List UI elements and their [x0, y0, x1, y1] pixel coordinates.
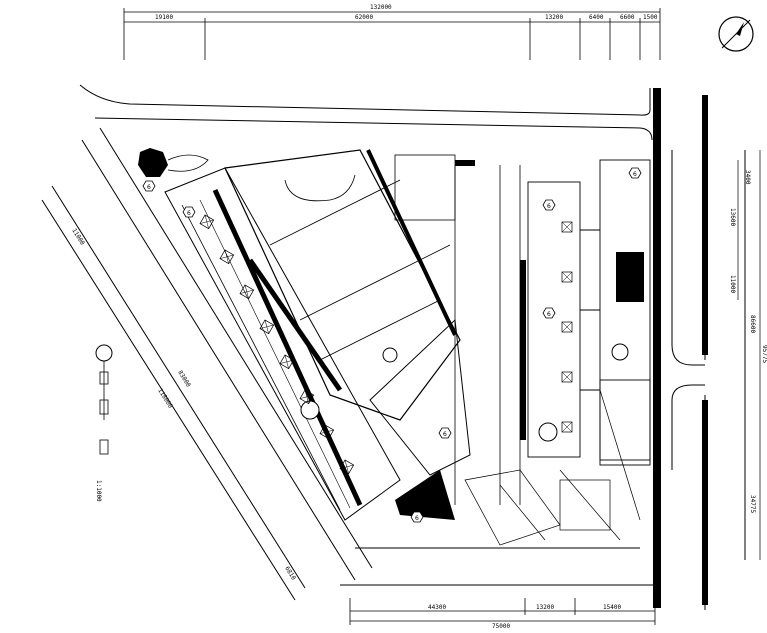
- right-dimension-chain: [737, 150, 761, 560]
- building-mark-1: 6: [142, 180, 156, 192]
- south-courtyard: [369, 318, 471, 520]
- east-tower-core: [616, 252, 644, 302]
- unit-room: [561, 221, 573, 233]
- building-mark-7: 6: [438, 427, 452, 439]
- central-drive-aisle: [394, 154, 521, 505]
- dim-right-5: 95775: [761, 345, 767, 363]
- pavilion: [138, 148, 209, 177]
- building-mark-4: 6: [542, 307, 556, 319]
- dim-bottom-seg-1: 44300: [428, 604, 446, 611]
- unit-room: [561, 321, 573, 333]
- north-arrow-icon: [718, 16, 754, 52]
- unit-room: [199, 214, 215, 230]
- east-strip-wall: [520, 260, 526, 440]
- building-mark-6: 6: [410, 511, 424, 523]
- unit-room: [239, 284, 255, 300]
- unit-room: [259, 319, 275, 335]
- central-parking-deck: [224, 149, 461, 421]
- unit-room: [339, 459, 355, 475]
- unit-rooms: [199, 214, 573, 475]
- dim-bottom-total: 75000: [492, 623, 510, 630]
- unit-room: [319, 424, 335, 440]
- dim-left-2: 118000: [156, 387, 174, 409]
- unit-room: [299, 389, 315, 405]
- southeast-parking: [464, 389, 641, 546]
- east-residential-block: [527, 159, 651, 466]
- unit-room: [279, 354, 295, 370]
- dim-right-4: 86600: [749, 315, 756, 333]
- svg-text:6: 6: [187, 210, 191, 217]
- dim-top-total: 132000: [370, 4, 392, 11]
- unit-room: [219, 249, 235, 265]
- entrance-symbols: [300, 343, 629, 442]
- north-gate-wall: [455, 160, 475, 166]
- east-road-wall-lower: [702, 400, 708, 605]
- east-road-wall: [702, 95, 708, 355]
- unit-room: [561, 271, 573, 283]
- dim-right-3: 11000: [729, 275, 736, 293]
- building-mark-2: 6: [182, 206, 196, 218]
- dim-bottom-seg-3: 15400: [603, 604, 621, 611]
- building-mark-5: 6: [628, 167, 642, 179]
- dim-right-6: 34775: [749, 495, 756, 513]
- west-residential-block: [164, 167, 401, 521]
- scale-legend: [95, 344, 113, 455]
- svg-text:6: 6: [147, 184, 151, 191]
- dim-top-seg-6: 1500: [643, 14, 658, 21]
- scale-text: 1:1000: [95, 480, 102, 502]
- dim-top-seg-3: 13200: [545, 14, 563, 21]
- dim-left-4: 6810: [283, 565, 297, 581]
- bottom-dimension-chain: [349, 598, 656, 625]
- svg-text:6: 6: [415, 515, 419, 522]
- dim-top-seg-1: 19100: [155, 14, 173, 21]
- svg-text:6: 6: [443, 431, 447, 438]
- dim-bottom-seg-2: 13200: [536, 604, 554, 611]
- dim-top-seg-4: 6400: [589, 14, 604, 21]
- svg-text:6: 6: [633, 171, 637, 178]
- building-marks: 6 6 6 6 6 6 6: [142, 167, 642, 523]
- svg-text:6: 6: [547, 203, 551, 210]
- svg-text:6: 6: [547, 311, 551, 318]
- building-mark-3: 6: [542, 199, 556, 211]
- dim-top-seg-5: 6600: [620, 14, 635, 21]
- unit-room: [561, 421, 573, 433]
- top-dimension-chain: [123, 8, 661, 60]
- east-boundary-wall: [653, 88, 661, 608]
- unit-room: [561, 371, 573, 383]
- dim-left-3: 83000: [176, 369, 192, 388]
- dim-top-seg-2: 62000: [355, 14, 373, 21]
- dim-right-1: 3400: [744, 170, 751, 185]
- dim-right-2: 13600: [729, 208, 736, 226]
